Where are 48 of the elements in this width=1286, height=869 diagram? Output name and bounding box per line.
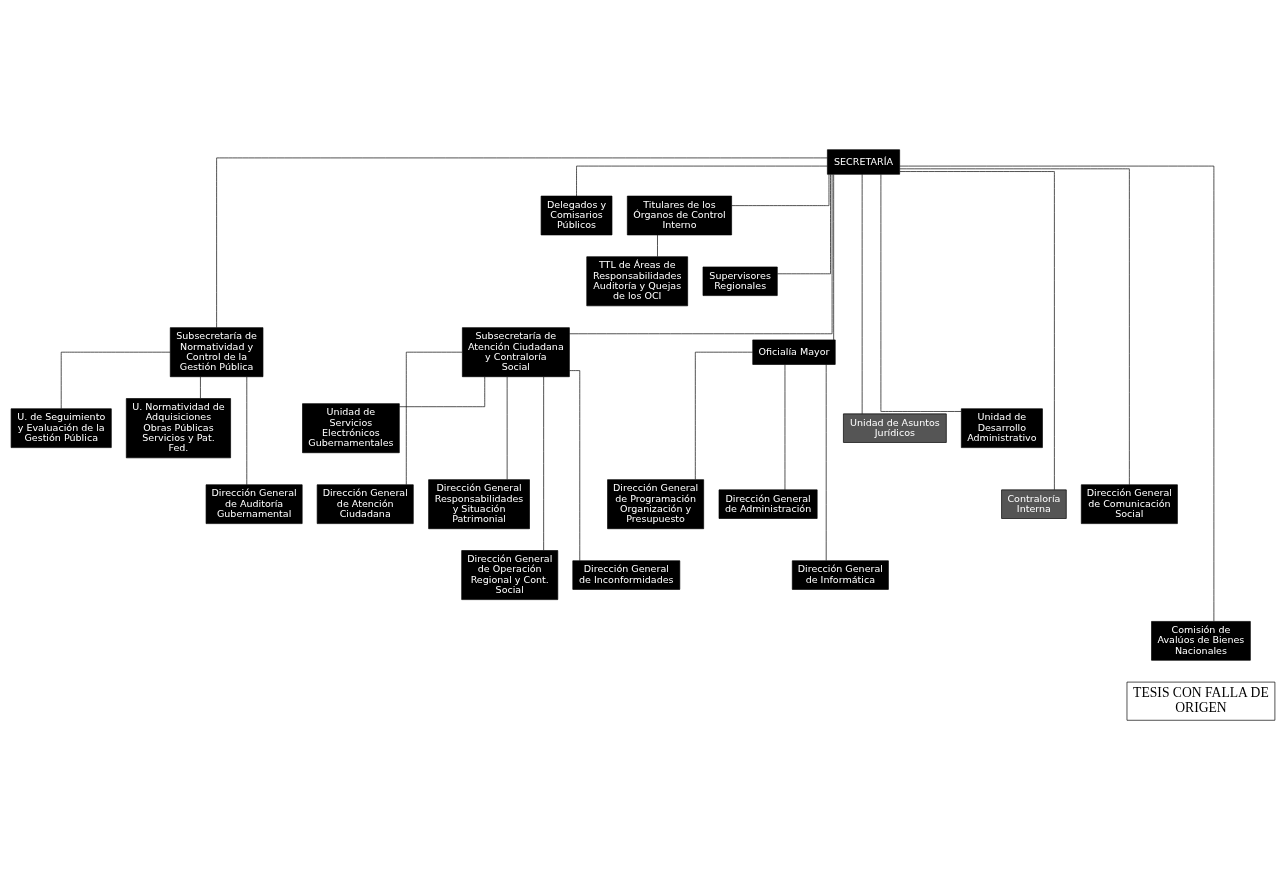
- node-box: Contraloría Interna: [1001, 489, 1067, 519]
- node-box: Dirección General de Inconformidades: [572, 559, 681, 590]
- node-box: Dirección General de Administración: [718, 489, 818, 519]
- label: TESIS CON FALLA DE ORIGEN: [1133, 684, 1269, 715]
- node-box: Comisión de Avalúos de Bienes Nacionales: [1151, 620, 1251, 661]
- connector: [777, 173, 831, 274]
- node-box: U. Normatividad de Adquisiciones Obras Públicas Servicios y Pat. Fed.: [125, 397, 231, 458]
- connector: [569, 369, 581, 561]
- node-box: Unidad de Desarrollo Administrativo: [961, 407, 1043, 448]
- connector: [731, 173, 830, 206]
- node-box: Dirección General de Comunicación Social: [1080, 483, 1178, 524]
- connector: [657, 234, 658, 257]
- connector: [576, 165, 828, 196]
- connector: [246, 376, 248, 485]
- node-box: Oficialía Mayor: [752, 339, 836, 365]
- connector: [506, 376, 508, 480]
- connector: [216, 157, 828, 328]
- node-box: Subsecretaría de Normatividad y Control de la Gestión Pública: [169, 326, 264, 377]
- node-box: SECRETARÍA: [827, 148, 900, 175]
- connector: [60, 351, 171, 409]
- connector: [899, 165, 1215, 622]
- connector: [405, 351, 463, 485]
- node-box: Subsecretaría de Atención Ciudadana y Contraloría Social: [462, 326, 570, 377]
- node-box: Titulares de los Órganos de Control Interno: [627, 195, 732, 235]
- node-box: Dirección General de Auditoría Gubernamental: [205, 483, 303, 524]
- node-box: Dirección General de Informática: [791, 559, 889, 590]
- node-box: Delegados y Comisarios Públicos: [540, 195, 613, 235]
- connector: [861, 173, 863, 414]
- connector: [543, 376, 544, 551]
- connector: [899, 167, 1130, 485]
- node-box: U. de Seguimiento y Evaluación de la Gestión Pública: [10, 407, 112, 448]
- connector: [399, 376, 486, 407]
- connector: [695, 351, 754, 480]
- node-box: Unidad de Asuntos Jurídicos: [843, 413, 947, 443]
- connector: [825, 363, 827, 561]
- node-box: Unidad de Servicios Electrónicos Gubernamentales: [302, 402, 400, 453]
- node-box: Supervisores Regionales: [702, 266, 778, 296]
- node-box: Dirección General de Operación Regional y Cont. Social: [461, 549, 559, 600]
- node-box: TTL de Áreas de Responsabilidades Auditoría y Quejas de los OCI: [586, 255, 688, 306]
- connector: [784, 363, 786, 490]
- connector: [880, 173, 962, 412]
- node-box: Dirección General de Programación Organización y Presupuesto: [607, 478, 704, 529]
- connector: [833, 173, 834, 340]
- connector: [200, 376, 201, 399]
- node-box: Dirección General de Atención Ciudadana: [316, 483, 414, 524]
- connector: [899, 170, 1055, 490]
- connector: [569, 173, 833, 334]
- node-box: Dirección General Responsabilidades y Situación Patrimonial: [428, 478, 530, 529]
